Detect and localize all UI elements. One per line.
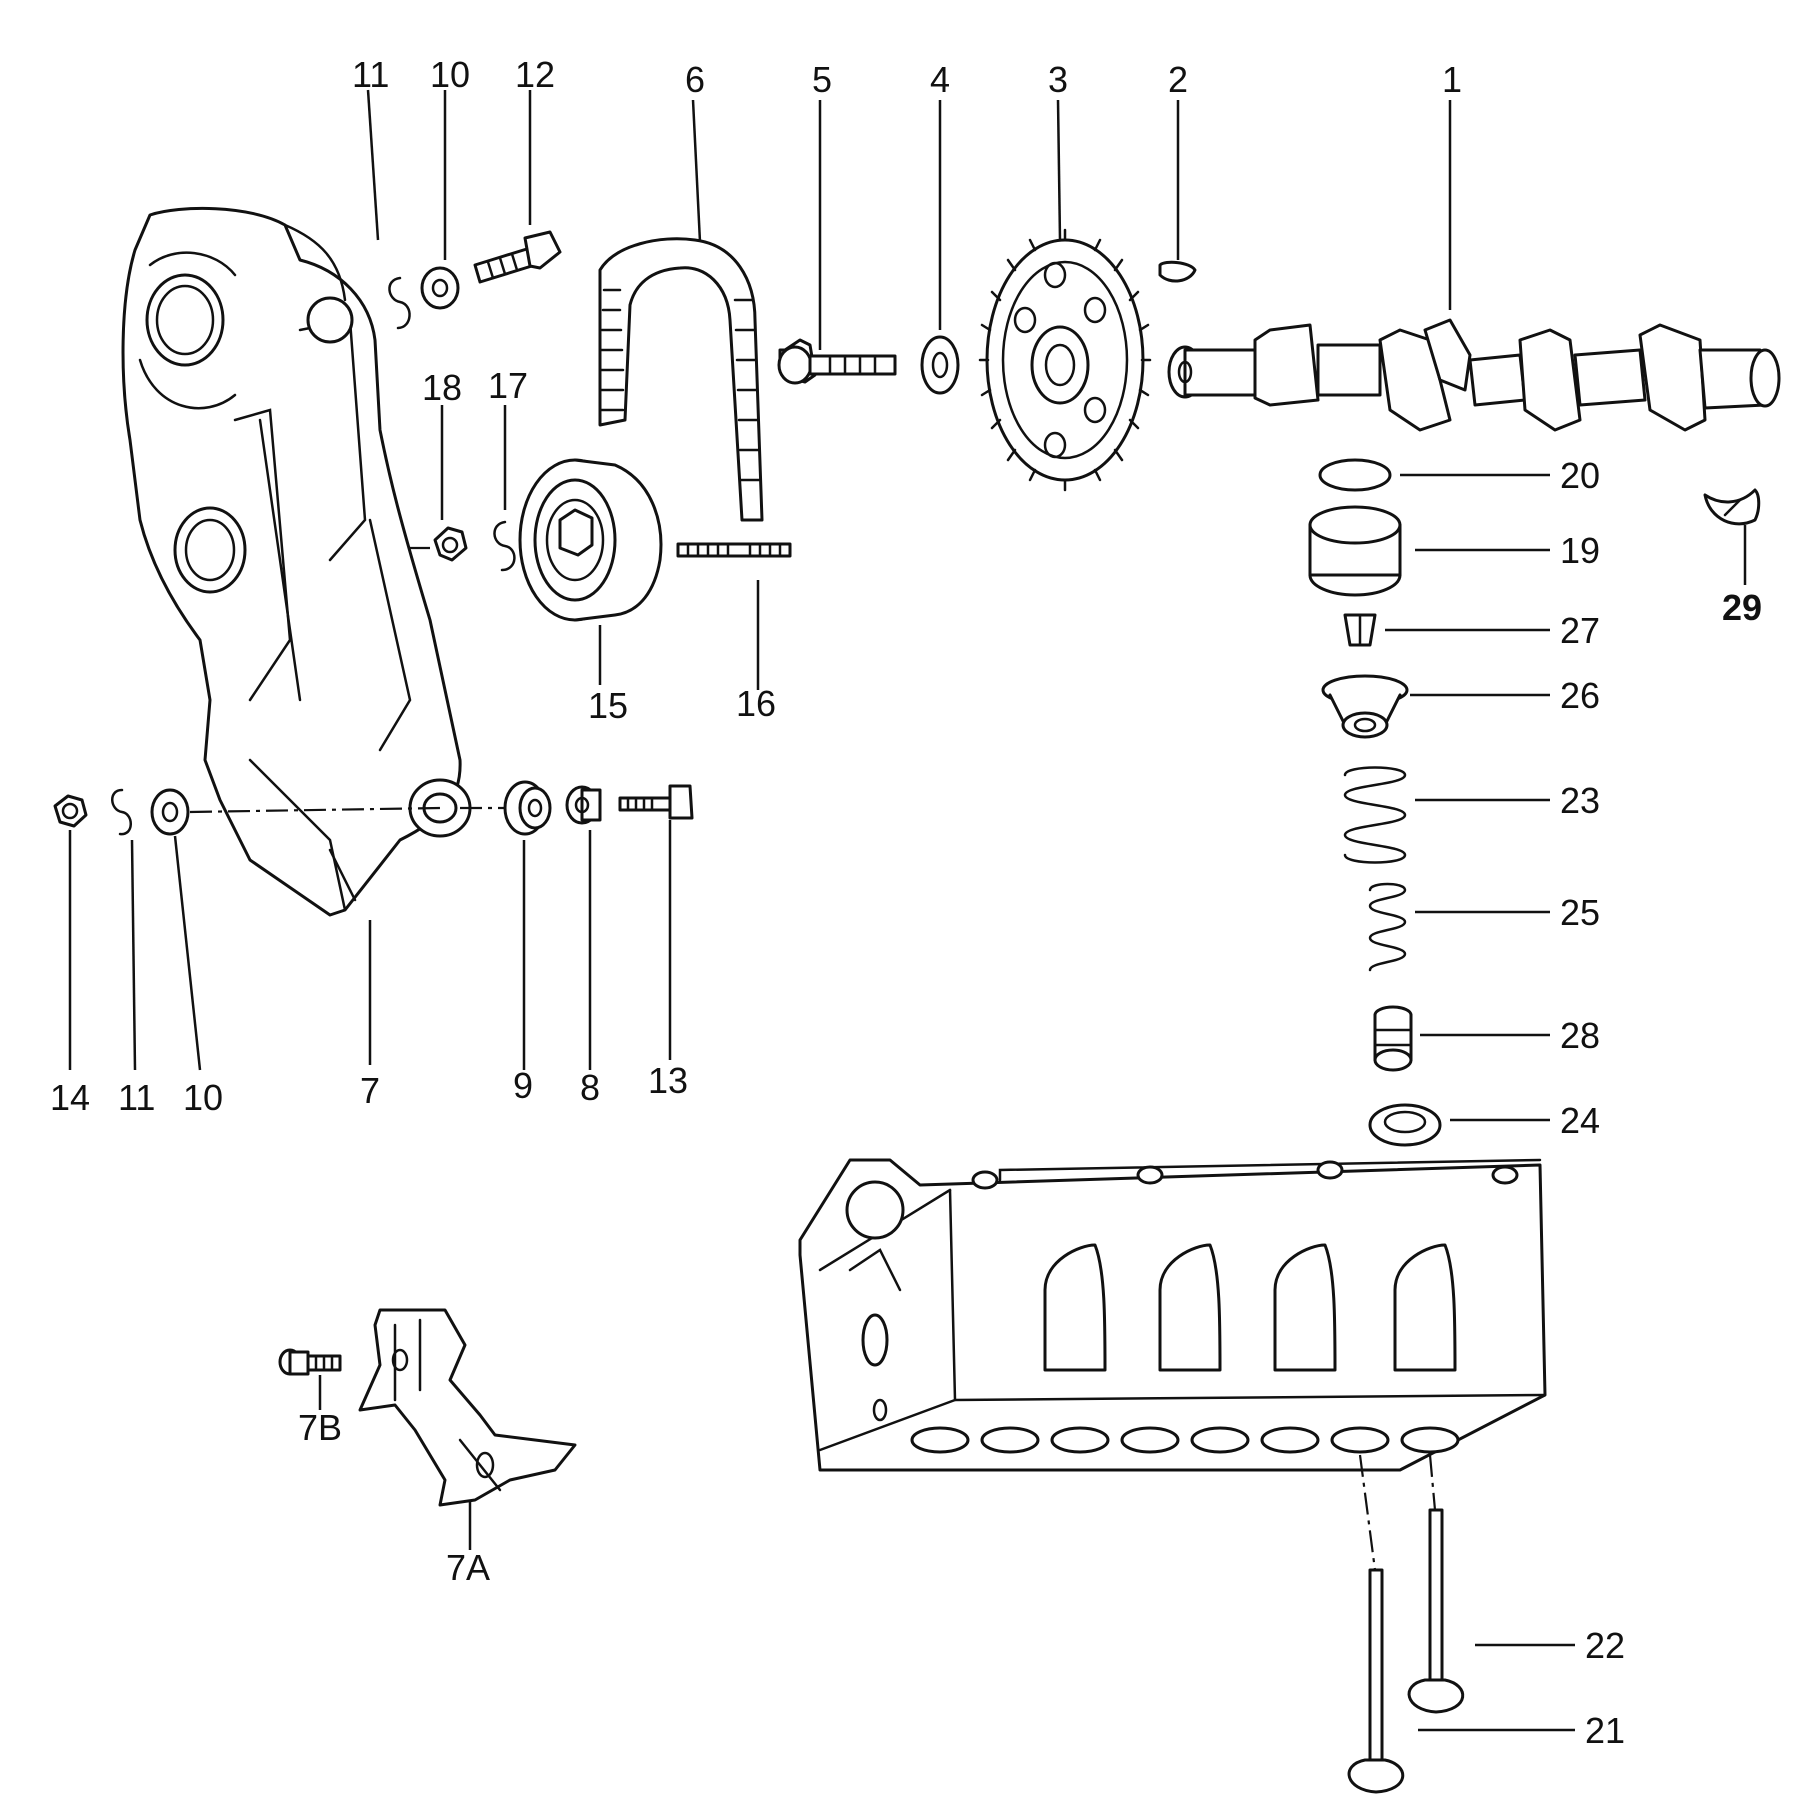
bolt-13	[618, 784, 694, 820]
inner-valve-spring-25	[1368, 882, 1407, 972]
grommet-9	[503, 780, 552, 836]
woodruff-key-2	[1158, 260, 1197, 283]
callout-11-bottom: 11	[118, 1077, 155, 1118]
washer-4	[920, 335, 960, 395]
washer-10-bottom	[150, 788, 190, 836]
callout-7a: 7A	[446, 1547, 490, 1588]
callout-19: 19	[1560, 530, 1600, 571]
lock-washer-11-top	[388, 276, 411, 330]
callout-27: 27	[1560, 610, 1600, 651]
callout-3: 3	[1048, 59, 1068, 100]
bracket-7a	[358, 1308, 577, 1507]
washer-10-top	[420, 266, 460, 310]
bearing-shell-29	[1703, 488, 1761, 526]
callout-15: 15	[588, 685, 628, 726]
shim-20	[1318, 458, 1392, 492]
callout-4: 4	[930, 59, 950, 100]
callout-6: 6	[685, 59, 705, 100]
timing-belt	[598, 237, 764, 522]
exhaust-valve-22	[1407, 1508, 1465, 1714]
callout-9: 9	[513, 1065, 533, 1106]
callout-18: 18	[422, 367, 462, 408]
callout-26: 26	[1560, 675, 1600, 716]
outer-valve-spring-23	[1343, 766, 1407, 864]
bucket-tappet-19	[1308, 505, 1402, 597]
spacer-sleeve-8	[565, 785, 602, 825]
callout-7b: 7B	[298, 1407, 342, 1448]
callout-10-top: 10	[430, 54, 470, 95]
timing-belt-cover	[121, 206, 472, 917]
lock-washer-17	[493, 520, 516, 572]
callout-25: 25	[1560, 892, 1600, 933]
callout-21: 21	[1585, 1710, 1625, 1751]
callout-16: 16	[736, 683, 776, 724]
callout-29: 29	[1722, 587, 1762, 628]
callout-28: 28	[1560, 1015, 1600, 1056]
lock-washer-11-bottom	[111, 788, 132, 836]
spring-retainer-26	[1321, 674, 1409, 739]
callout-7: 7	[360, 1070, 380, 1111]
callout-11-top: 11	[352, 54, 389, 95]
nut-18	[433, 526, 468, 562]
callout-1: 1	[1442, 59, 1462, 100]
callout-8: 8	[580, 1067, 600, 1108]
callout-22: 22	[1585, 1625, 1625, 1666]
callout-24: 24	[1560, 1100, 1600, 1141]
spring-seat-24	[1368, 1103, 1442, 1147]
cylinder-head	[798, 1158, 1547, 1472]
callout-17: 17	[488, 365, 528, 406]
bolt-12	[473, 230, 562, 284]
camshaft	[1167, 318, 1781, 432]
intake-valve-21	[1347, 1568, 1405, 1794]
valve-stem-seal-28	[1373, 1005, 1413, 1072]
valve-cotters-27	[1343, 613, 1377, 647]
camshaft-sprocket	[978, 228, 1152, 492]
nut-14	[53, 794, 88, 828]
callout-23: 23	[1560, 780, 1600, 821]
stud-16	[676, 542, 792, 558]
callout-14: 14	[50, 1077, 90, 1118]
callout-2: 2	[1168, 59, 1188, 100]
callout-10-bottom: 10	[183, 1077, 223, 1118]
sprocket-bolt-5	[777, 338, 897, 385]
callout-5: 5	[812, 59, 832, 100]
tensioner-pulley	[518, 458, 663, 622]
callout-20: 20	[1560, 455, 1600, 496]
callout-13: 13	[648, 1060, 688, 1101]
bolt-7b	[278, 1348, 342, 1376]
callout-12: 12	[515, 54, 555, 95]
